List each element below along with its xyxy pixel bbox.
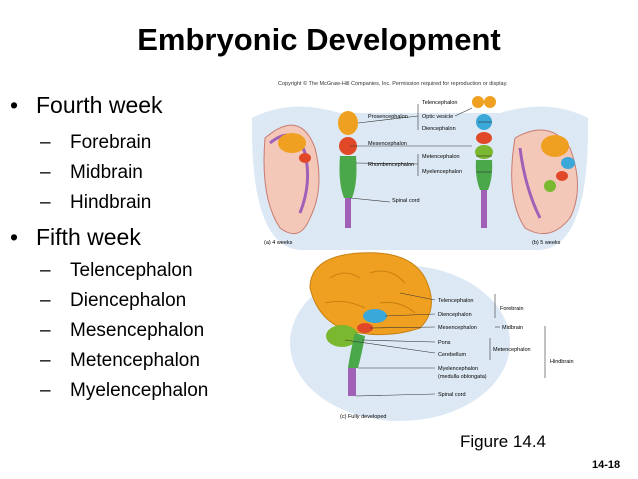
- dash-icon: –: [40, 290, 51, 311]
- neural-tube-4-weeks: [338, 111, 358, 228]
- subitem-myelencephalon: –Myelencephalon: [40, 380, 209, 401]
- label-midbrain: Midbrain: [502, 325, 523, 331]
- label-cerebellum: Cerebellum: [438, 352, 467, 358]
- subitem-telencephalon: –Telencephalon: [40, 260, 193, 281]
- slide-title: Embryonic Development: [137, 22, 501, 57]
- bullet-fourth-week: •Fourth week: [10, 92, 163, 118]
- label-forebrain: Forebrain: [500, 306, 524, 312]
- figure-illustration: Telencephalon Prosencephalon Optic vesic…: [251, 96, 589, 421]
- top-leader-lines: [349, 104, 492, 203]
- dash-icon: –: [40, 162, 51, 183]
- label-spinal-cord-bottom: Spinal cord: [438, 392, 466, 398]
- label-telencephalon-bottom: Telencephalon: [438, 298, 473, 304]
- label-diencephalon-bottom: Diencephalon: [438, 312, 472, 318]
- subitem-mesencephalon: –Mesencephalon: [40, 320, 205, 341]
- neural-tube-5-weeks: [472, 96, 496, 228]
- dash-icon: –: [40, 380, 51, 401]
- panel-c-caption: (c) Fully developed: [340, 414, 386, 420]
- label-medulla-oblongata: (medulla oblongata): [438, 374, 487, 380]
- bottom-leader-lines: [344, 292, 546, 397]
- label-optic-vesicle: Optic vesicle: [422, 114, 453, 120]
- label-metencephalon-bottom: Metencephalon: [493, 347, 531, 353]
- embryo-4-weeks: [263, 124, 320, 235]
- label-spinal-cord-top: Spinal cord: [392, 198, 420, 204]
- bullet-dot-icon: •: [10, 224, 19, 250]
- label-metencephalon-top: Metencephalon: [422, 154, 460, 160]
- figure-caption: Figure 14.4: [460, 432, 546, 451]
- dash-icon: –: [40, 132, 51, 153]
- label-mesencephalon-bottom: Mesencephalon: [438, 325, 477, 331]
- dash-icon: –: [40, 350, 51, 371]
- bottom-labels: Telencephalon Diencephalon Mesencephalon…: [438, 298, 574, 398]
- label-myelencephalon-top: Myelencephalon: [422, 169, 462, 175]
- label-hindbrain: Hindbrain: [550, 359, 574, 365]
- top-panel-background: [251, 106, 589, 251]
- dash-icon: –: [40, 260, 51, 281]
- slide-number: 14-18: [592, 459, 621, 471]
- label-pons: Pons: [438, 340, 451, 346]
- bullet-dot-icon: •: [10, 92, 19, 118]
- adult-brain: [309, 252, 432, 396]
- subitem-hindbrain: –Hindbrain: [40, 192, 152, 213]
- subitem-midbrain: –Midbrain: [40, 162, 143, 183]
- label-telencephalon-top: Telencephalon: [422, 100, 457, 106]
- dash-icon: –: [40, 320, 51, 341]
- copyright-notice: Copyright © The McGraw-Hill Companies, I…: [278, 81, 508, 87]
- brain-development-figure: Telencephalon Prosencephalon Optic vesic…: [250, 78, 590, 428]
- panel-b-caption: (b) 5 weeks: [532, 240, 561, 246]
- label-myelencephalon-bottom: Myelencephalon: [438, 366, 478, 372]
- embryo-5-weeks: [511, 129, 578, 235]
- label-mesencephalon-top: Mesencephalon: [368, 141, 407, 147]
- panel-a-caption: (a) 4 weeks: [264, 240, 293, 246]
- dash-icon: –: [40, 192, 51, 213]
- label-prosencephalon: Prosencephalon: [368, 114, 408, 120]
- subitem-forebrain: –Forebrain: [40, 132, 152, 153]
- bullet-fifth-week: •Fifth week: [10, 224, 141, 250]
- subitem-metencephalon: –Metencephalon: [40, 350, 200, 371]
- top-labels: Telencephalon Prosencephalon Optic vesic…: [368, 100, 462, 204]
- subitem-diencephalon: –Diencephalon: [40, 290, 187, 311]
- label-diencephalon-top: Diencephalon: [422, 126, 456, 132]
- label-rhombencephalon: Rhombencephalon: [368, 162, 414, 168]
